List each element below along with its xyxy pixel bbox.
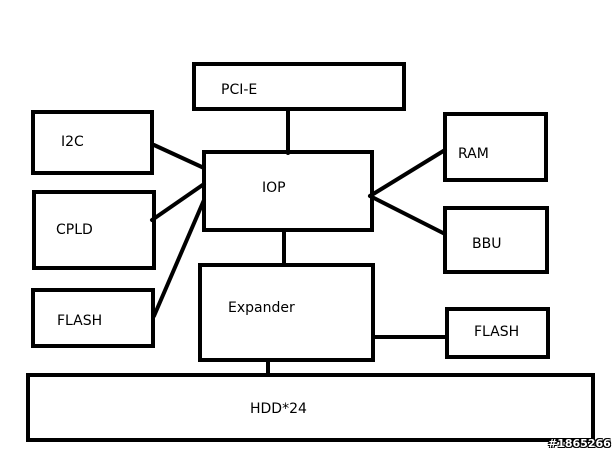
hdd-block bbox=[26, 373, 595, 442]
connector-cpld-iop bbox=[150, 182, 206, 222]
iop-block bbox=[202, 150, 374, 232]
connector-iop-bbu bbox=[368, 194, 447, 236]
cpld-block bbox=[32, 190, 156, 270]
pcie-label: PCI-E bbox=[221, 82, 258, 98]
connector-flash-iop bbox=[152, 198, 206, 318]
connector-i2c-iop bbox=[152, 143, 206, 170]
bbu-label: BBU bbox=[472, 236, 502, 252]
iop-label: IOP bbox=[262, 180, 286, 196]
ram-block bbox=[443, 112, 548, 182]
hdd-label: HDD*24 bbox=[250, 401, 307, 417]
i2c-label: I2C bbox=[61, 134, 84, 150]
flash-left-block bbox=[31, 288, 155, 348]
expander-block bbox=[198, 263, 375, 362]
flash-right-label: FLASH bbox=[474, 324, 520, 340]
cpld-label: CPLD bbox=[56, 222, 93, 238]
expander-label: Expander bbox=[228, 300, 295, 316]
flash-left-label: FLASH bbox=[57, 313, 103, 329]
ram-label: RAM bbox=[458, 146, 489, 162]
i2c-block bbox=[31, 110, 154, 175]
connector-iop-ram bbox=[368, 148, 447, 198]
bbu-block bbox=[443, 206, 549, 274]
flash-right-block bbox=[445, 307, 550, 359]
watermark: #1865266 bbox=[548, 437, 611, 450]
pcie-block bbox=[192, 62, 406, 111]
